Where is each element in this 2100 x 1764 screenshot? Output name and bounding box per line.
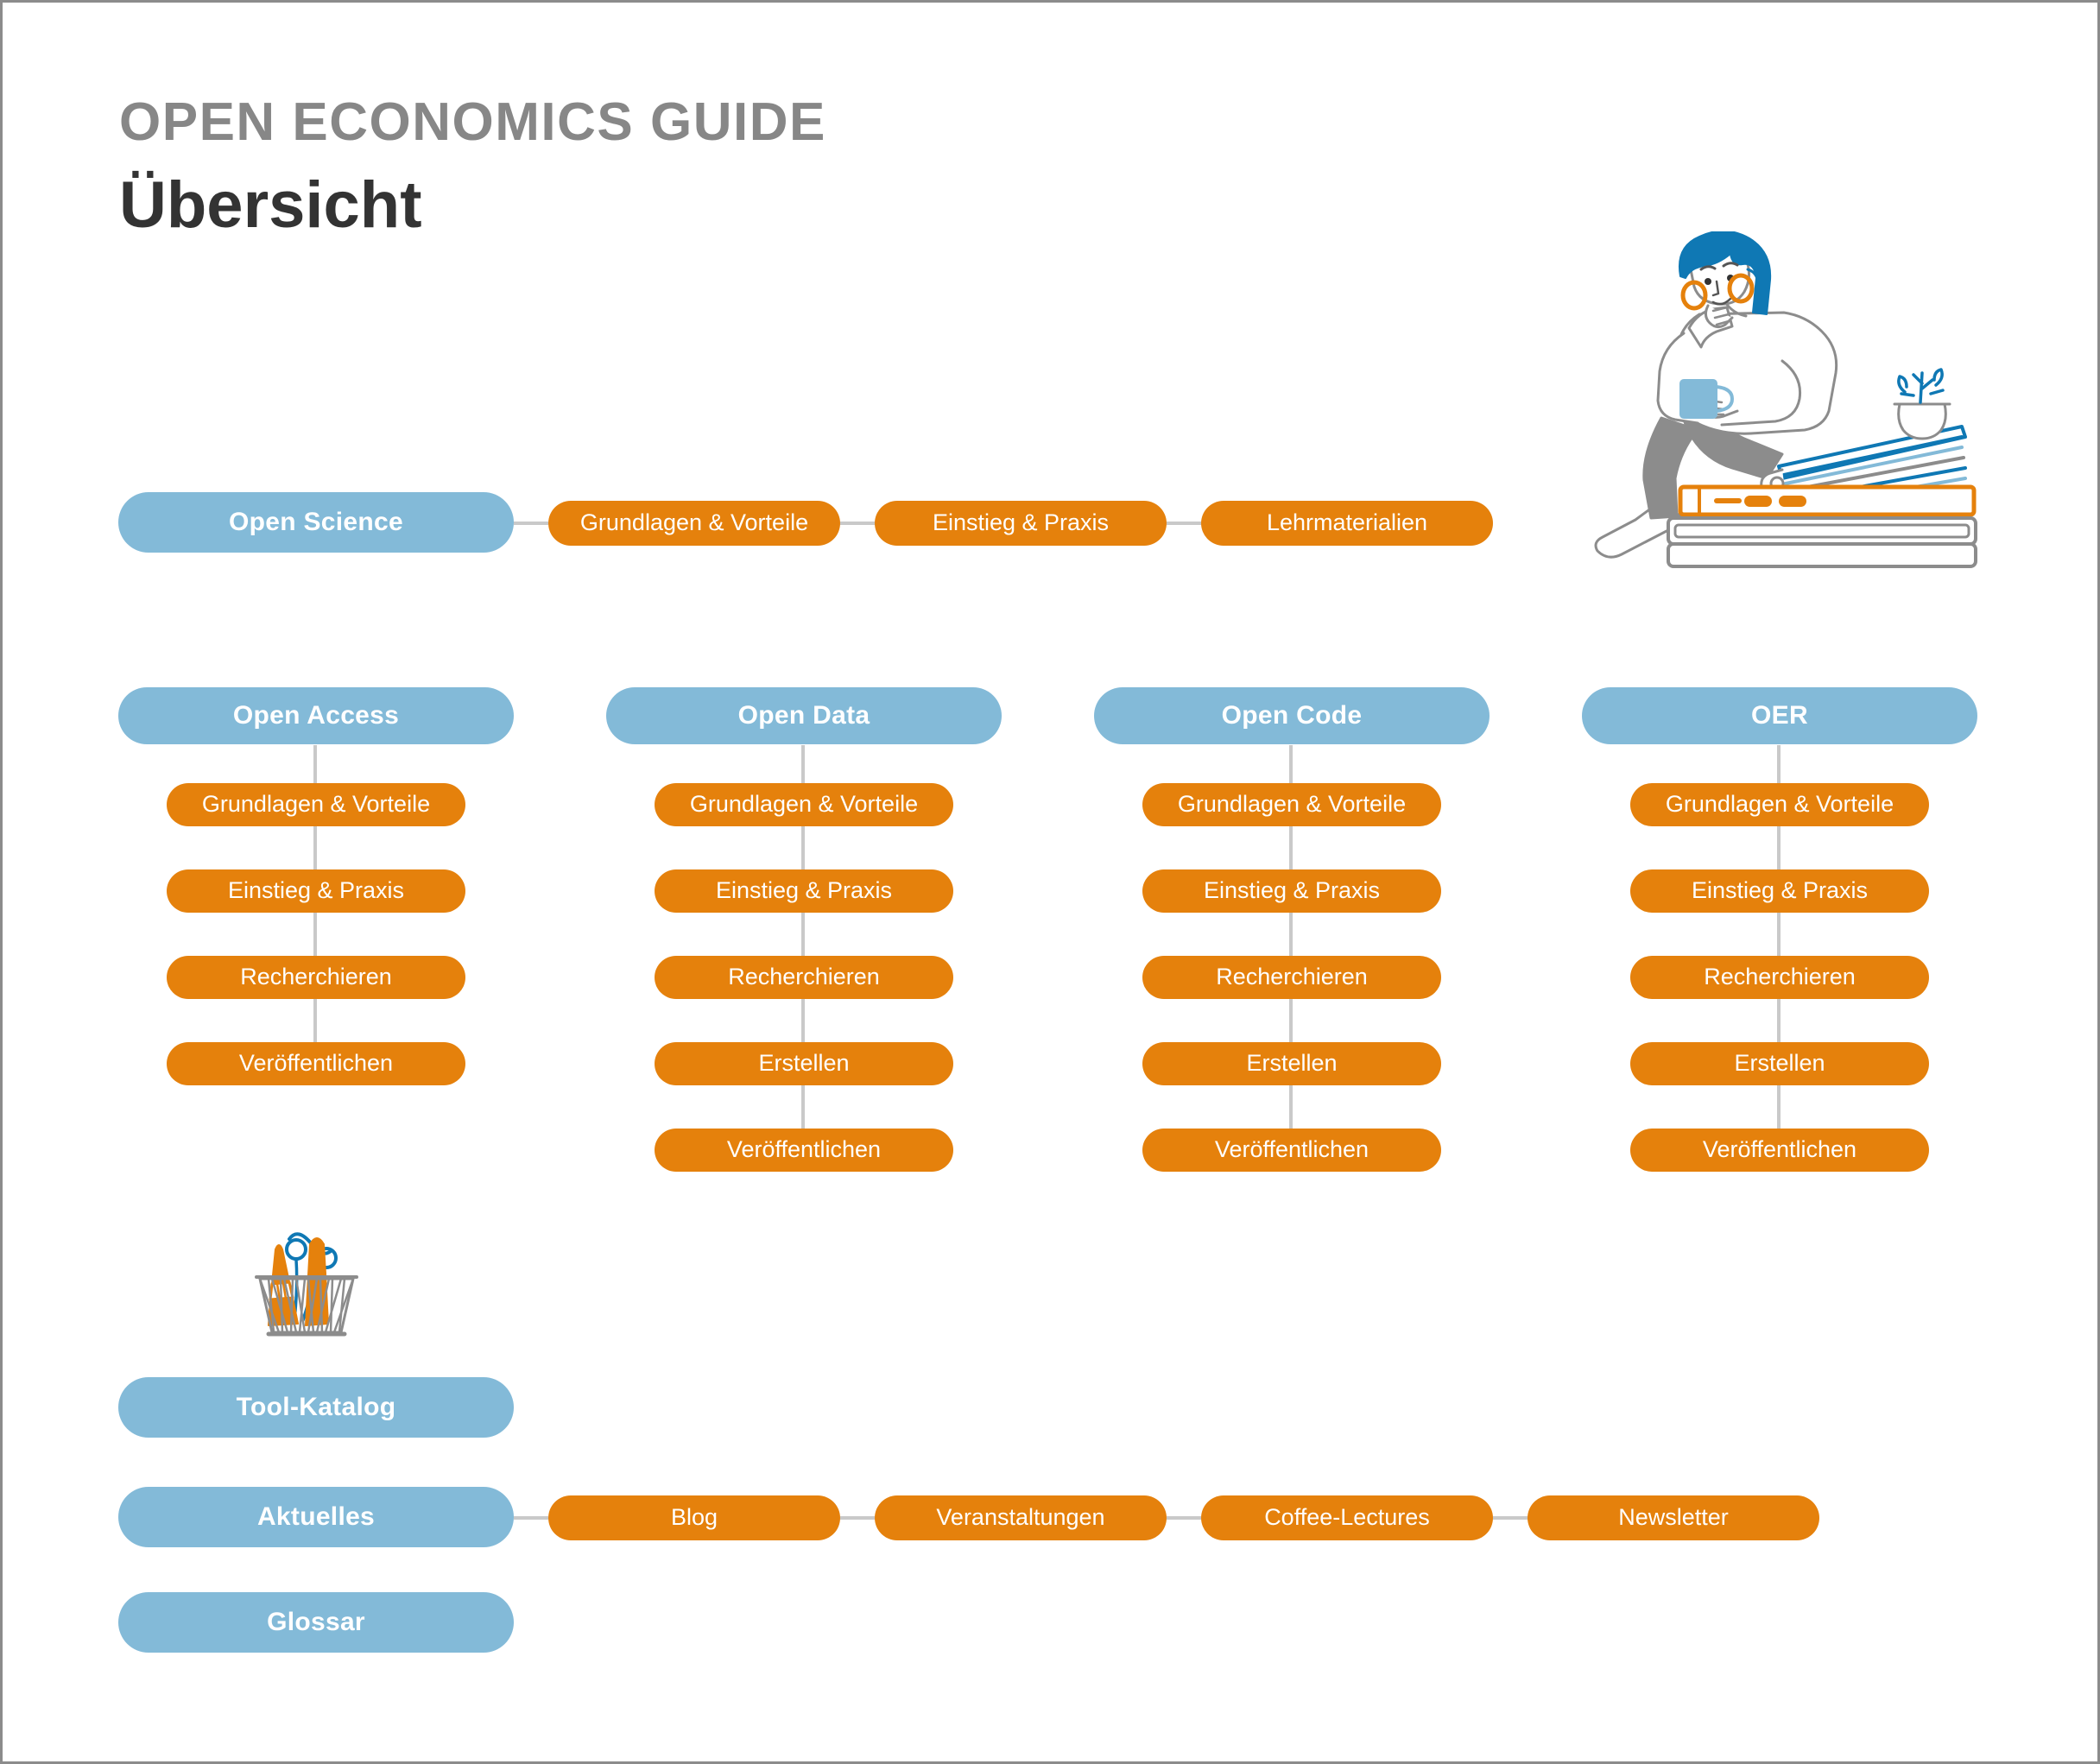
- node-label: Grundlagen & Vorteile: [1177, 791, 1407, 818]
- node-label: Grundlagen & Vorteile: [579, 509, 809, 536]
- node-tool-katalog[interactable]: Tool-Katalog: [118, 1377, 514, 1438]
- node-label: Veröffentlichen: [1214, 1136, 1369, 1163]
- node-label: Aktuelles: [256, 1502, 376, 1531]
- node-label: Einstieg & Praxis: [1691, 877, 1869, 904]
- node-label: Open Access: [232, 700, 400, 730]
- node-label: Lehrmaterialien: [1266, 509, 1428, 536]
- node-aktuelles-coffee-lectures[interactable]: Coffee-Lectures: [1201, 1495, 1493, 1540]
- node-open-data[interactable]: Open Data: [606, 687, 1002, 744]
- connector-aktuelles-2: [840, 1516, 875, 1520]
- node-open-science-lehrmaterialien[interactable]: Lehrmaterialien: [1201, 501, 1493, 546]
- connector-oer-spine: [1777, 745, 1781, 1142]
- node-open-data-item-4[interactable]: Veröffentlichen: [655, 1129, 953, 1172]
- node-open-science[interactable]: Open Science: [118, 492, 514, 553]
- node-open-code-item-0[interactable]: Grundlagen & Vorteile: [1142, 783, 1441, 826]
- node-label: Erstellen: [1246, 1050, 1338, 1077]
- node-label: Glossar: [267, 1607, 365, 1636]
- node-aktuelles[interactable]: Aktuelles: [118, 1487, 514, 1547]
- node-label: Recherchieren: [240, 964, 392, 990]
- node-label: Veröffentlichen: [238, 1050, 394, 1077]
- connector-aktuelles-3: [1167, 1516, 1201, 1520]
- node-label: Grundlagen & Vorteile: [201, 791, 431, 818]
- node-label: Open Data: [737, 700, 870, 730]
- node-label: OER: [1751, 700, 1808, 730]
- node-open-code-item-2[interactable]: Recherchieren: [1142, 956, 1441, 999]
- node-label: Einstieg & Praxis: [227, 877, 405, 904]
- node-label: Grundlagen & Vorteile: [1665, 791, 1894, 818]
- node-aktuelles-blog[interactable]: Blog: [548, 1495, 840, 1540]
- node-label: Recherchieren: [1216, 964, 1368, 990]
- node-open-code-item-3[interactable]: Erstellen: [1142, 1042, 1441, 1085]
- node-open-data-item-3[interactable]: Erstellen: [655, 1042, 953, 1085]
- node-aktuelles-newsletter[interactable]: Newsletter: [1528, 1495, 1819, 1540]
- node-label: Grundlagen & Vorteile: [689, 791, 919, 818]
- person-sitting-on-books-illustration: [1578, 230, 1993, 568]
- node-open-code-item-1[interactable]: Einstieg & Praxis: [1142, 869, 1441, 913]
- connector-open-code-spine: [1289, 745, 1293, 1142]
- node-open-science-grundlagen[interactable]: Grundlagen & Vorteile: [548, 501, 840, 546]
- node-label: Recherchieren: [728, 964, 880, 990]
- node-label: Einstieg & Praxis: [1203, 877, 1381, 904]
- node-oer[interactable]: OER: [1582, 687, 1977, 744]
- node-open-code[interactable]: Open Code: [1094, 687, 1490, 744]
- node-label: Blog: [670, 1504, 718, 1531]
- page-title: Übersicht: [119, 168, 422, 243]
- node-oer-item-0[interactable]: Grundlagen & Vorteile: [1630, 783, 1929, 826]
- node-aktuelles-veranstaltungen[interactable]: Veranstaltungen: [875, 1495, 1167, 1540]
- node-label: Erstellen: [1734, 1050, 1825, 1077]
- node-glossar[interactable]: Glossar: [118, 1592, 514, 1653]
- node-open-data-item-0[interactable]: Grundlagen & Vorteile: [655, 783, 953, 826]
- basket-with-supplies-illustration: [237, 1218, 376, 1348]
- node-label: Newsletter: [1618, 1504, 1729, 1531]
- node-open-access-item-1[interactable]: Einstieg & Praxis: [167, 869, 465, 913]
- node-label: Veranstaltungen: [936, 1504, 1105, 1531]
- node-oer-item-1[interactable]: Einstieg & Praxis: [1630, 869, 1929, 913]
- connector-open-science-1: [514, 522, 548, 525]
- node-label: Open Science: [228, 507, 403, 536]
- node-open-data-item-2[interactable]: Recherchieren: [655, 956, 953, 999]
- node-open-access-item-2[interactable]: Recherchieren: [167, 956, 465, 999]
- node-label: Einstieg & Praxis: [932, 509, 1110, 536]
- connector-open-data-spine: [801, 745, 805, 1142]
- page-eyebrow: OPEN ECONOMICS GUIDE: [119, 92, 826, 152]
- connector-open-science-3: [1167, 522, 1201, 525]
- connector-open-science-2: [840, 522, 875, 525]
- node-open-access[interactable]: Open Access: [118, 687, 514, 744]
- node-open-data-item-1[interactable]: Einstieg & Praxis: [655, 869, 953, 913]
- connector-aktuelles-4: [1493, 1516, 1528, 1520]
- node-label: Erstellen: [758, 1050, 850, 1077]
- node-open-access-item-0[interactable]: Grundlagen & Vorteile: [167, 783, 465, 826]
- node-label: Open Code: [1221, 700, 1363, 730]
- node-label: Tool-Katalog: [236, 1392, 396, 1421]
- node-oer-item-2[interactable]: Recherchieren: [1630, 956, 1929, 999]
- node-label: Einstieg & Praxis: [715, 877, 893, 904]
- node-open-access-item-3[interactable]: Veröffentlichen: [167, 1042, 465, 1085]
- node-label: Veröffentlichen: [726, 1136, 882, 1163]
- node-oer-item-4[interactable]: Veröffentlichen: [1630, 1129, 1929, 1172]
- node-label: Coffee-Lectures: [1264, 1504, 1430, 1531]
- node-label: Veröffentlichen: [1702, 1136, 1857, 1163]
- node-open-code-item-4[interactable]: Veröffentlichen: [1142, 1129, 1441, 1172]
- node-label: Recherchieren: [1704, 964, 1856, 990]
- node-open-science-einstieg[interactable]: Einstieg & Praxis: [875, 501, 1167, 546]
- page-header: OPEN ECONOMICS GUIDE Übersicht: [119, 92, 826, 243]
- node-oer-item-3[interactable]: Erstellen: [1630, 1042, 1929, 1085]
- connector-aktuelles-1: [514, 1516, 548, 1520]
